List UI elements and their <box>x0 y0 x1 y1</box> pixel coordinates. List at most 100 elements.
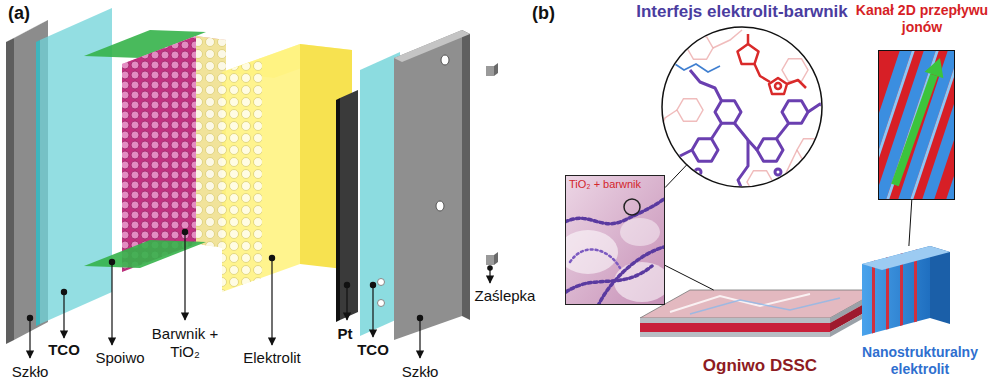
zoom-line <box>665 265 714 290</box>
platinum-layer <box>336 90 358 322</box>
leader-line-part <box>419 318 420 358</box>
glass-plate-part <box>436 201 444 211</box>
sealing-cap-part <box>486 255 494 265</box>
dye-molecule-part <box>775 169 781 175</box>
electrolyte-molecule-part <box>755 64 771 82</box>
zoom-circle: Interfejs elektrolit-barwnik <box>612 0 872 190</box>
figure-area <box>862 246 950 338</box>
dye-tio2-block-part <box>196 36 226 248</box>
glass-plate-part <box>462 30 470 320</box>
inset-label: TiO₂ + barwnik <box>569 178 641 191</box>
tio2-dye-inset-part-part <box>614 262 665 302</box>
dssc-cell-part <box>690 298 840 314</box>
ion-channel-inset-part-part <box>925 58 944 78</box>
dye-molecule-part <box>735 123 758 150</box>
figure-label: Ogniwo DSSC <box>630 356 890 376</box>
electrolyte-molecule-part <box>747 34 750 44</box>
leader-line-part <box>111 262 112 345</box>
leader-line <box>27 229 492 358</box>
glass-plate <box>394 30 470 340</box>
tio2-dye-inset-part-part <box>565 196 665 224</box>
part-label: Elektrolit <box>243 349 301 367</box>
dye-molecule-part <box>712 123 722 138</box>
zoom-circle-outline <box>662 27 822 187</box>
inset-box: TiO₂ + barwnik <box>565 175 665 305</box>
blue-chain-part <box>672 62 720 72</box>
glass-plate-part <box>394 30 462 340</box>
part-label: Barwnik + TiO₂ <box>147 325 223 361</box>
tio2-dye-inset-part <box>565 196 665 305</box>
platinum-layer-part <box>336 98 340 322</box>
tio2-dye-inset-part-part <box>565 230 618 274</box>
background-molecule-part <box>687 37 713 60</box>
tco-layer-part <box>378 279 385 286</box>
nanostructured-electrolyte-block-part <box>872 261 875 334</box>
electrolyte-block-part <box>222 44 300 292</box>
platinum-layer-part <box>340 90 358 320</box>
leader-line-part <box>346 285 347 320</box>
leader-line-part <box>27 315 32 320</box>
tio2-dye-inset-part-part <box>620 218 660 246</box>
leader-line-part <box>344 282 349 287</box>
electrolyte-molecule-part <box>738 44 759 64</box>
glass-plate-part <box>6 38 14 344</box>
zoom-line <box>909 200 912 246</box>
dye-molecule-part <box>690 70 722 101</box>
panel-letter: (b) <box>532 3 555 25</box>
sealing-cap-part <box>494 63 498 76</box>
tio2-dye-inset <box>558 175 670 306</box>
figure-area <box>640 290 880 337</box>
nanostructured-electrolyte-block-part <box>930 246 950 324</box>
nanostructured-electrolyte-block-part <box>862 246 950 270</box>
sealing-cap-part <box>494 252 498 265</box>
part-label: TCO <box>357 341 389 359</box>
blue-chain-part <box>800 40 824 48</box>
sealant-sheet-part <box>84 240 206 268</box>
dye-molecule-part <box>757 139 783 162</box>
electrolyte-molecule-part <box>787 80 806 88</box>
sealing-cap <box>486 63 498 265</box>
dye-tio2-block <box>122 36 226 272</box>
inset-heading: Interfejs elektrolit-barwnik <box>612 2 872 22</box>
dye-molecule <box>652 70 832 194</box>
interface-zoom-part <box>662 27 822 187</box>
part-label: TCO <box>48 341 80 359</box>
sealing-cap-part <box>486 66 494 76</box>
inset-box: Kanał 2D przepływu jonów <box>852 0 992 202</box>
background-molecule-part <box>677 99 703 122</box>
dssc-cell-part <box>640 318 830 323</box>
leader-line-part <box>29 318 30 358</box>
dye-molecule-part <box>652 150 692 158</box>
part-label: Szkło <box>12 363 49 381</box>
leader-line-part <box>372 285 373 337</box>
part-label: Pt <box>338 325 353 343</box>
leader-line-part <box>417 315 422 320</box>
leader-line-part <box>269 255 274 260</box>
ion-channel-inset-part-part <box>922 50 955 200</box>
tco-layer-part <box>36 40 40 326</box>
cell-figure: Ogniwo DSSC <box>630 286 890 382</box>
dssc-cell-part <box>640 323 830 332</box>
background-molecule <box>660 30 823 193</box>
leader-line-part <box>370 282 375 287</box>
background-molecule-part <box>782 59 808 82</box>
ion-channel-inset-part <box>878 50 955 200</box>
dye-molecule-part <box>782 101 808 124</box>
figure-label: Nanostrukturalny elektrolit <box>848 344 992 378</box>
tio2-dye-inset-part-part <box>598 246 665 305</box>
zoom-line <box>665 165 687 188</box>
dye-tio2-block-part <box>196 36 226 248</box>
tio2-dye-inset-part-part <box>570 249 620 268</box>
dye-molecule-part <box>692 139 718 162</box>
leader-line-part <box>184 232 185 320</box>
dye-molecule-part <box>777 123 789 138</box>
part-label: Szkło <box>402 363 439 381</box>
tco-layer-part <box>378 300 385 307</box>
part-label: Zaślepka <box>475 287 536 305</box>
circle-outline <box>612 0 872 190</box>
dye-molecule-part <box>715 101 741 124</box>
leader-line-part <box>182 229 187 234</box>
